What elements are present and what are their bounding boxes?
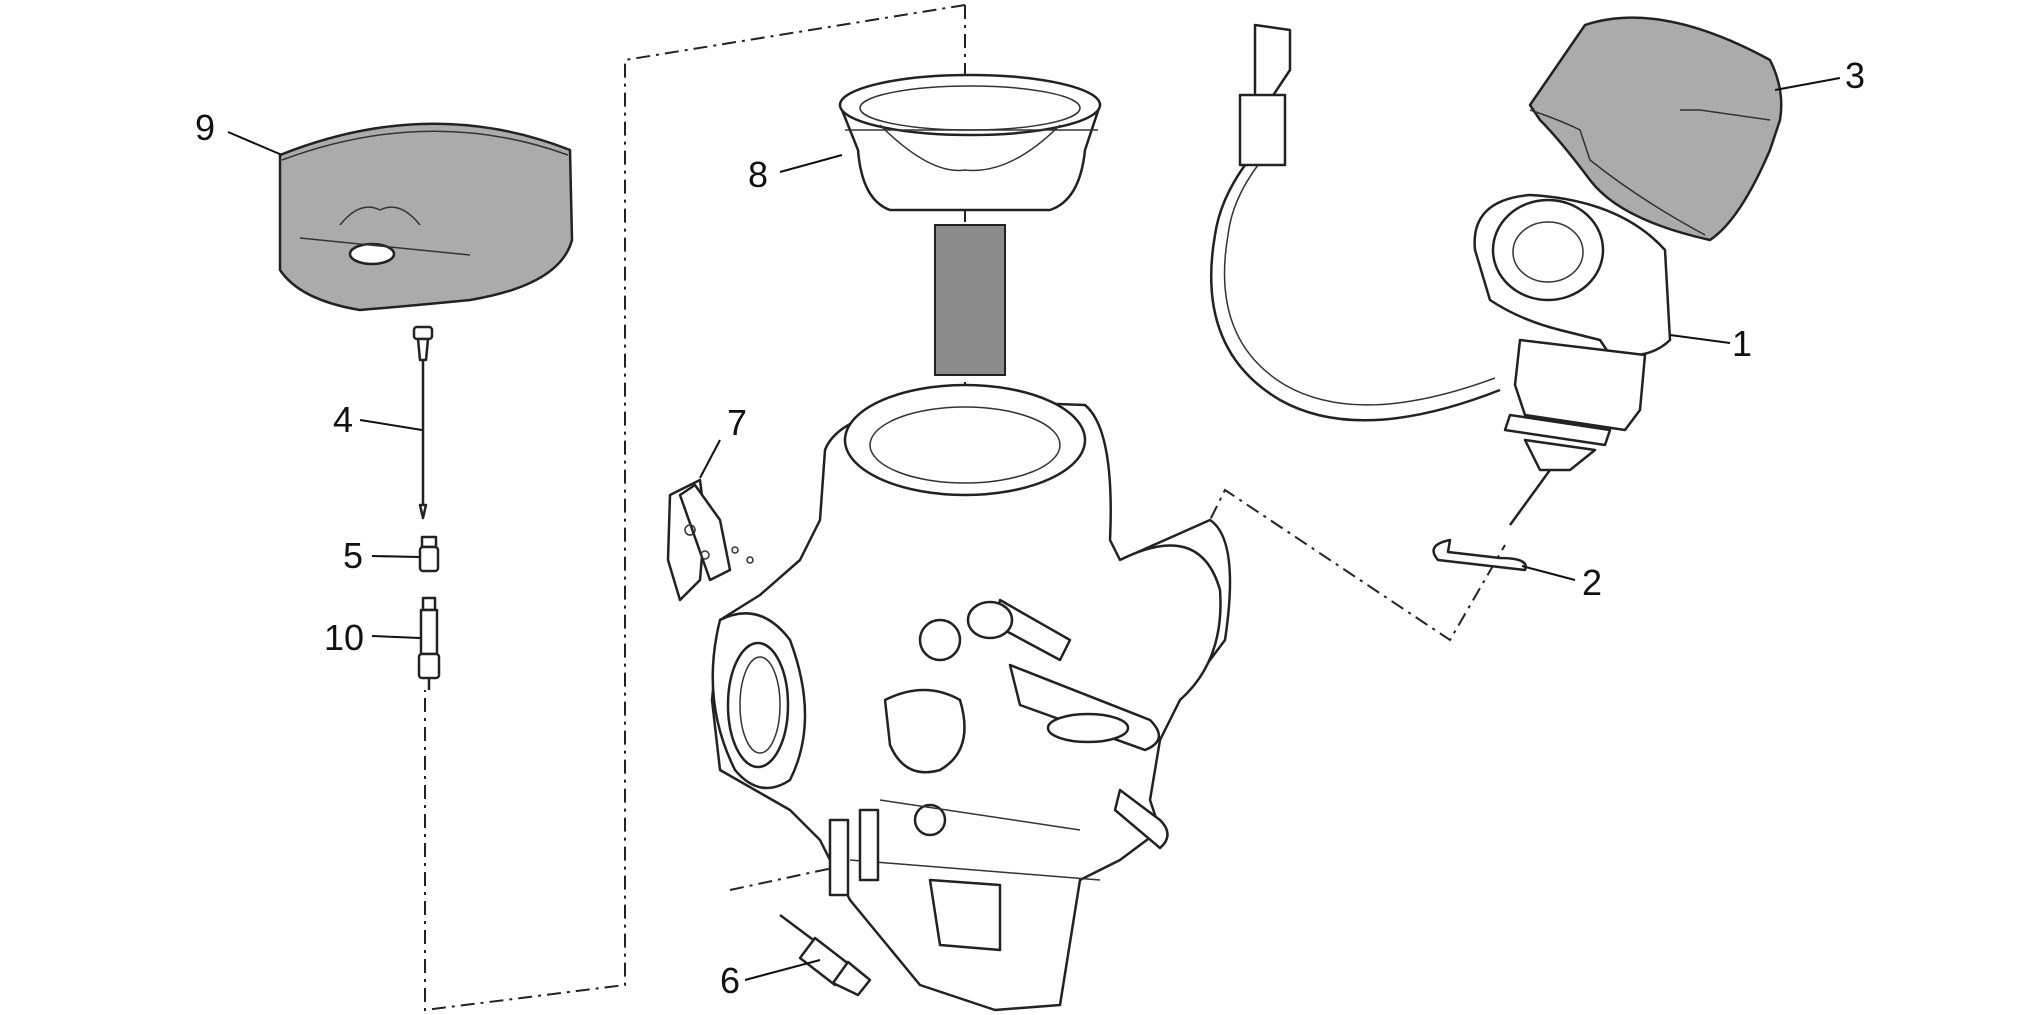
leader-2 — [1521, 565, 1576, 581]
part-8-diaphragm — [838, 73, 1102, 376]
callout-1: 1 — [1732, 323, 1752, 364]
part-5-jet — [418, 535, 440, 573]
leader-10 — [371, 635, 421, 639]
part-7-carburetor-body — [666, 383, 1232, 1012]
leader-9 — [227, 131, 283, 156]
part-1-choke — [1209, 23, 1672, 526]
callout-3: 3 — [1845, 55, 1865, 96]
leader-7 — [699, 439, 721, 479]
callout-7: 7 — [727, 402, 747, 443]
leader-lines — [227, 77, 1841, 981]
callout-labels: 9 8 7 4 5 10 6 1 2 3 — [195, 55, 1865, 1001]
callout-2: 2 — [1582, 562, 1602, 603]
leader-8 — [779, 154, 843, 173]
leader-5 — [371, 555, 421, 558]
callout-5: 5 — [343, 535, 363, 576]
callout-6: 6 — [720, 960, 740, 1001]
leader-6 — [744, 959, 821, 981]
callout-8: 8 — [748, 154, 768, 195]
callout-10: 10 — [324, 617, 364, 658]
part-9-cover — [278, 122, 574, 312]
part-10-needle-jet — [417, 596, 441, 690]
part-2-clip — [1432, 538, 1527, 572]
leader-1 — [1669, 334, 1731, 344]
callout-9: 9 — [195, 107, 215, 148]
leader-3 — [1774, 77, 1841, 91]
leader-4 — [359, 419, 423, 431]
callout-4: 4 — [333, 399, 353, 440]
part-4-needle — [412, 325, 434, 520]
part-3-choke-cover — [1528, 16, 1783, 242]
part-6-screw — [779, 914, 872, 997]
